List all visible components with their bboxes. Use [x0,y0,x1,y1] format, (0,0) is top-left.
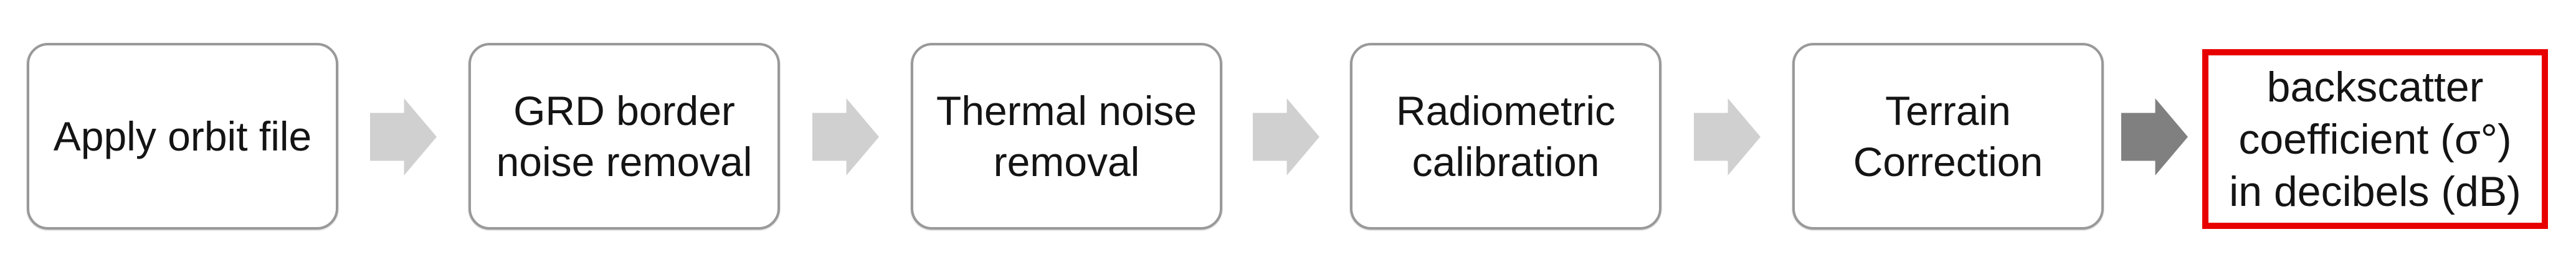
flow-arrow-icon [1694,98,1761,175]
step-label: Apply orbit file [53,113,312,159]
step-label: Terrain Correction [1853,88,2043,185]
output-label: backscatter coefficient (σ°) in decibels… [2229,63,2521,215]
step-apply-orbit-file: Apply orbit file [27,43,338,230]
output-backscatter-coefficient: backscatter coefficient (σ°) in decibels… [2202,49,2548,229]
step-label: Radiometric calibration [1395,88,1616,185]
step-thermal-noise-removal: Thermal noise removal [911,43,1222,230]
flow-arrow-icon [2121,98,2188,175]
flow-arrow-icon [1253,98,1319,175]
flow-arrow-icon [812,98,879,175]
step-grd-border-noise-removal: GRD border noise removal [468,43,780,230]
step-label: GRD border noise removal [496,88,753,185]
flow-arrow-icon [370,98,437,175]
step-terrain-correction: Terrain Correction [1792,43,2104,230]
step-radiometric-calibration: Radiometric calibration [1350,43,1661,230]
step-label: Thermal noise removal [936,88,1197,185]
